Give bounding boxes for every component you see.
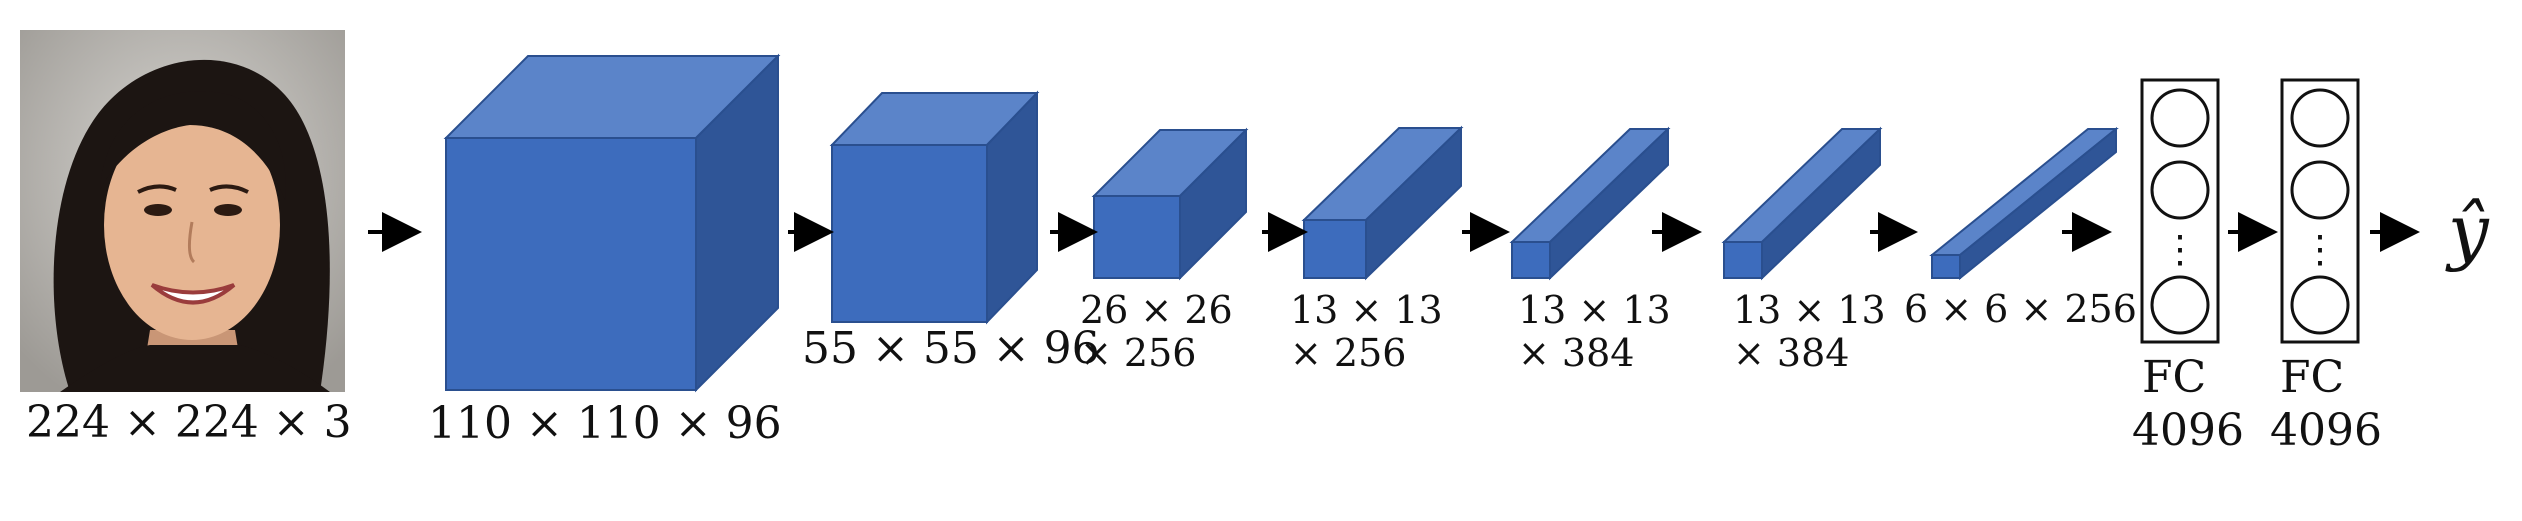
neuron-circle <box>2290 275 2350 335</box>
volume-front-face <box>445 137 697 391</box>
conv-volume-4 <box>1301 125 1464 281</box>
volume-side-face <box>1959 126 2117 281</box>
input-size-label: 224 × 224 × 3 <box>26 397 352 448</box>
conv-volume-3 <box>1091 127 1249 281</box>
neuron-circle <box>2290 88 2350 148</box>
volume-size-label: × 256 <box>1080 331 1196 375</box>
neuron-circle <box>2290 160 2350 220</box>
volume-size-label: × 256 <box>1290 331 1406 375</box>
fc-layer-size: 4096 <box>2270 405 2382 456</box>
input-face-photo <box>20 30 345 393</box>
volume-front-face <box>831 144 988 323</box>
volume-size-label: 13 × 13 <box>1733 288 1886 332</box>
neuron-ellipsis: ⋮ <box>2301 227 2339 271</box>
volume-front-face <box>1303 219 1367 279</box>
conv-volume-5 <box>1509 126 1671 281</box>
volume-front-face <box>1093 195 1181 279</box>
fc-layer-name: FC <box>2280 352 2344 403</box>
volume-size-label: × 384 <box>1518 331 1634 375</box>
fc-layer-name: FC <box>2142 352 2206 403</box>
volume-size-label: 13 × 13 <box>1290 288 1443 332</box>
volume-front-face <box>1511 241 1551 279</box>
output-y-hat-label: ŷ <box>2445 189 2490 273</box>
volume-size-label: 26 × 26 <box>1080 288 1233 332</box>
conv-volume-1 <box>443 53 781 393</box>
volume-front-face <box>1723 241 1763 279</box>
volume-top-face <box>1929 128 2119 256</box>
neuron-circle <box>2150 88 2210 148</box>
neuron-circle <box>2150 160 2210 220</box>
fc-layer-size: 4096 <box>2132 405 2244 456</box>
volume-size-label: 110 × 110 × 96 <box>428 398 782 449</box>
volume-size-label: 6 × 6 × 256 <box>1904 287 2137 331</box>
volume-front-face <box>1931 254 1961 279</box>
volume-size-label: 13 × 13 <box>1518 288 1671 332</box>
conv-volume-6 <box>1721 126 1883 281</box>
neuron-ellipsis: ⋮ <box>2161 227 2199 271</box>
volume-size-label: 55 × 55 × 96 <box>802 323 1100 374</box>
conv-volume-7 <box>1929 126 2119 281</box>
volume-size-label: × 384 <box>1733 331 1849 375</box>
conv-volume-2 <box>829 90 1040 325</box>
neuron-circle <box>2150 275 2210 335</box>
